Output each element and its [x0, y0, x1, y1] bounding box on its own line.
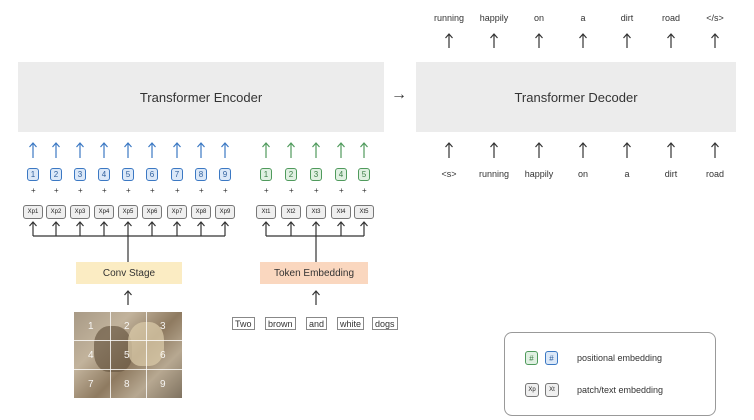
decoder-output-token: on: [533, 13, 544, 23]
patch-position-box: 5: [122, 168, 134, 181]
text-embedding-box: Xt4: [331, 205, 351, 219]
input-word: Two: [232, 317, 255, 330]
dog-photo: 1 2 3 4 5 6 7 8 9: [74, 312, 182, 398]
decoder-input-token: on: [577, 169, 588, 179]
plus-sign: +: [126, 186, 131, 195]
patch-position-box: 2: [50, 168, 62, 181]
decoder-output-token: dirt: [620, 13, 634, 23]
decoder-input-token: a: [624, 169, 630, 179]
patch-position-box: 1: [27, 168, 39, 181]
token-embedding-label: Token Embedding: [273, 267, 355, 279]
plus-sign: +: [223, 186, 228, 195]
transformer-decoder: Transformer Decoder: [416, 62, 736, 132]
conv-stage-label: Conv Stage: [102, 267, 156, 279]
patch-position-box: 3: [74, 168, 86, 181]
image-patch-number: 9: [160, 379, 166, 390]
patch-embedding-box: Xp9: [215, 205, 235, 219]
text-position-box: 1: [260, 168, 272, 181]
patch-embedding-box: Xp6: [142, 205, 162, 219]
text-position-box: 5: [358, 168, 370, 181]
decoder-title: Transformer Decoder: [514, 89, 638, 105]
image-patch-number: 1: [88, 321, 94, 332]
encoder-title: Transformer Encoder: [139, 89, 263, 105]
decoder-output-token: happily: [479, 13, 509, 23]
patch-position-box: 8: [195, 168, 207, 181]
legend-patch-label: patch/text embedding: [577, 385, 664, 395]
legend-green-pos-box: #: [525, 351, 538, 365]
image-patch-number: 5: [124, 350, 130, 361]
legend: # # positional embedding Xp Xt patch/tex…: [504, 332, 716, 416]
plus-sign: +: [175, 186, 180, 195]
patch-embedding-box: Xp2: [46, 205, 66, 219]
decoder-output-token: road: [661, 13, 680, 23]
text-embedding-box: Xt3: [306, 205, 326, 219]
legend-xt-box: Xt: [545, 383, 559, 397]
plus-sign: +: [54, 186, 59, 195]
image-patch-number: 4: [88, 350, 94, 361]
plus-sign: +: [102, 186, 107, 195]
patch-position-box: 7: [171, 168, 183, 181]
text-embedding-box: Xt1: [256, 205, 276, 219]
patch-embedding-box: Xp1: [23, 205, 43, 219]
patch-embedding-box: Xp4: [94, 205, 114, 219]
legend-positional-label: positional embedding: [577, 353, 663, 363]
patch-position-box: 4: [98, 168, 110, 181]
input-word: white: [337, 317, 365, 330]
image-patch-number: 2: [124, 321, 130, 332]
decoder-input-token: road: [705, 169, 724, 179]
image-patch-number: 8: [124, 379, 130, 390]
input-word: and: [306, 317, 328, 330]
patch-embedding-box: Xp8: [191, 205, 211, 219]
text-embedding-box: Xt2: [281, 205, 301, 219]
text-position-box: 2: [285, 168, 297, 181]
patch-embedding-box: Xp5: [118, 205, 138, 219]
image-patch-number: 6: [160, 350, 166, 361]
plus-sign: +: [289, 186, 294, 195]
patch-position-box: 9: [219, 168, 231, 181]
token-embedding-stage: Token Embedding: [260, 262, 368, 284]
text-position-box: 4: [335, 168, 347, 181]
text-embedding-box: Xt5: [354, 205, 374, 219]
plus-sign: +: [362, 186, 367, 195]
input-word: brown: [265, 317, 296, 330]
decoder-output-token: running: [433, 13, 465, 23]
plus-sign: +: [150, 186, 155, 195]
image-patch-number: 3: [160, 321, 166, 332]
decoder-input-token: happily: [524, 169, 554, 179]
plus-sign: +: [314, 186, 319, 195]
patch-position-box: 6: [146, 168, 158, 181]
decoder-input-token: running: [478, 169, 510, 179]
encoder-to-decoder-arrow: →: [391, 86, 407, 103]
plus-sign: +: [339, 186, 344, 195]
decoder-output-token: a: [580, 13, 586, 23]
image-patch-number: 7: [88, 379, 94, 390]
transformer-encoder: Transformer Encoder: [18, 62, 384, 132]
decoder-input-token: <s>: [441, 169, 457, 179]
patch-embedding-box: Xp7: [167, 205, 187, 219]
plus-sign: +: [31, 186, 36, 195]
input-word: dogs: [372, 317, 398, 330]
text-position-box: 3: [310, 168, 322, 181]
conv-stage: Conv Stage: [76, 262, 182, 284]
plus-sign: +: [199, 186, 204, 195]
legend-xp-box: Xp: [525, 383, 539, 397]
decoder-input-token: dirt: [664, 169, 678, 179]
decoder-output-token: </s>: [706, 13, 724, 23]
plus-sign: +: [264, 186, 269, 195]
patch-embedding-box: Xp3: [70, 205, 90, 219]
legend-blue-pos-box: #: [545, 351, 558, 365]
plus-sign: +: [78, 186, 83, 195]
